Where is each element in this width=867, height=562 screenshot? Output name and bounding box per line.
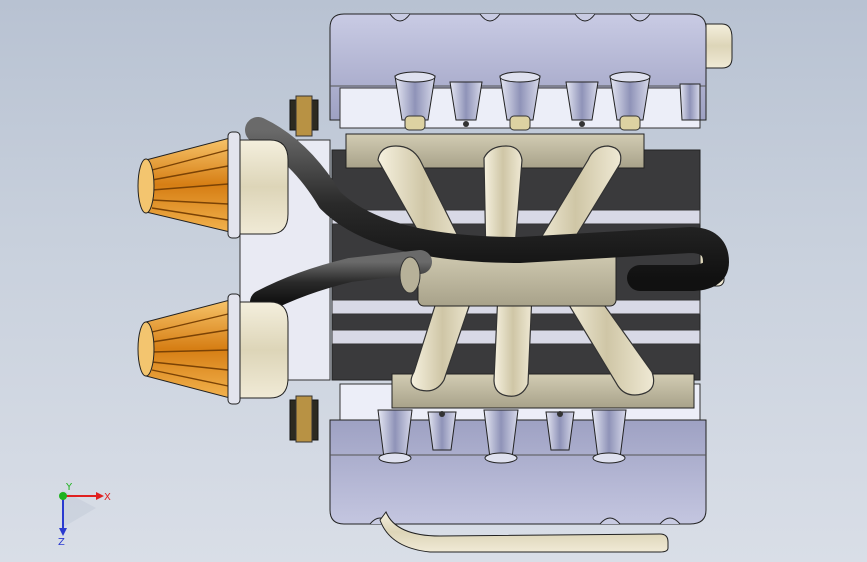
- z-axis-label: Z: [58, 537, 65, 548]
- z-axis-arrowhead: [59, 528, 67, 536]
- x-axis-label: X: [104, 492, 111, 503]
- breather-hose-lower: [250, 250, 432, 314]
- exhaust-pipe-bottom: [379, 511, 669, 553]
- x-axis-arrowhead: [96, 492, 104, 500]
- spark-plug-ports-bottom: [377, 409, 627, 464]
- breather-hose-upper: [245, 117, 730, 291]
- spark-plug-ports-top: [394, 71, 701, 131]
- y-axis-dot: [59, 492, 67, 500]
- coordinate-triad: X Y Z: [58, 482, 111, 548]
- y-axis-label: Y: [65, 482, 73, 493]
- air-filter-upper[interactable]: [137, 131, 289, 239]
- air-filter-lower[interactable]: [137, 293, 289, 405]
- coolant-stub-top: [705, 23, 733, 69]
